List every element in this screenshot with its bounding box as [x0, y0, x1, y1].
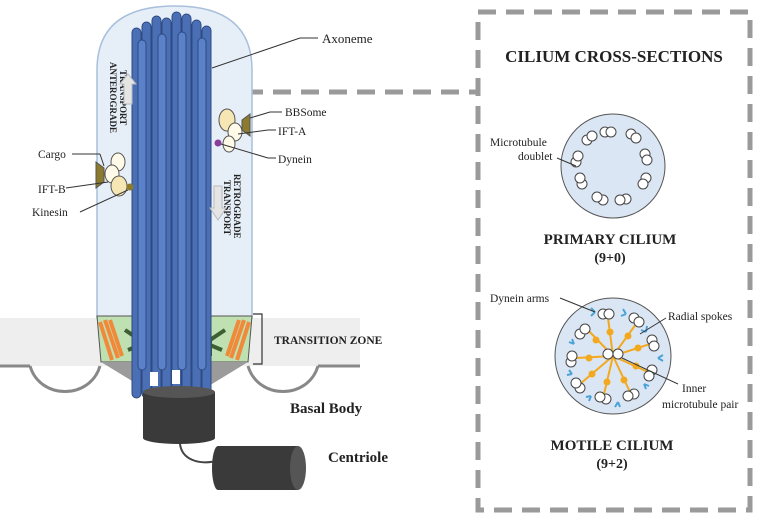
microtubule-doublet-leader	[556, 157, 577, 167]
basal-body-top	[143, 386, 215, 398]
microtubule-doublet-label-2: doublet	[518, 151, 553, 163]
primary-cilium-name: PRIMARY CILIUM	[544, 232, 677, 248]
microtubule-doublet-ring	[570, 126, 653, 206]
kinesin-leader	[79, 189, 129, 213]
dynein-arms	[566, 307, 664, 408]
centriole-body	[218, 446, 298, 490]
retrograde-label-line1: RETROGRADE	[232, 174, 242, 239]
cargo-shape	[95, 161, 105, 189]
ift-a-particle	[222, 135, 236, 153]
anterograde-arrow-icon	[118, 73, 138, 105]
dynein-leader	[220, 143, 269, 159]
transition-zone-label: TRANSITION ZONE	[274, 335, 383, 347]
axoneme-leader	[211, 37, 301, 69]
radial-spokes-leader	[639, 317, 667, 335]
inner-pair-label-2: microtubule pair	[662, 399, 738, 411]
membrane-pit-right	[246, 365, 320, 393]
microtubule	[157, 33, 167, 371]
motile-cilium-formula: (9+2)	[596, 457, 628, 472]
axoneme-label: Axoneme	[322, 31, 373, 46]
basal-body	[143, 386, 215, 444]
microtubule	[137, 39, 147, 371]
anterograde-label-line1: ANTEROGRADE	[108, 62, 118, 133]
primary-cilium-formula: (9+0)	[594, 251, 626, 266]
anterograde-label-line2: TRANSPORT	[118, 70, 128, 125]
dynein-motor-icon	[214, 139, 222, 147]
microtubule	[177, 31, 187, 371]
inner-pair-label-1: Inner	[682, 383, 706, 395]
centriole	[212, 446, 306, 490]
ift-b-leader	[65, 181, 109, 189]
basal-body-label: Basal Body	[290, 401, 363, 417]
ift-b-particle	[110, 175, 128, 197]
transition-fibers-left	[98, 319, 124, 361]
centriole-left-cap	[212, 446, 224, 490]
retrograde-ift-train	[214, 108, 251, 153]
primary-cilium-cross-section	[560, 113, 666, 219]
bbsome-cargo-shape	[241, 113, 251, 137]
dynein-label: Dynein	[278, 154, 312, 166]
cargo-leader-d	[99, 153, 105, 167]
dynein-arms-label: Dynein arms	[490, 293, 550, 305]
basal-body-bottom	[143, 432, 215, 444]
basal-body-cylinder	[143, 392, 215, 438]
radial-spokes-label: Radial spokes	[668, 311, 733, 323]
cross-section-panel	[475, 9, 753, 513]
membrane-pit-left	[28, 365, 102, 393]
ift-a-label: IFT-A	[278, 126, 307, 138]
bbsome-label: BBSome	[285, 107, 327, 119]
inner-pair-leader	[621, 357, 679, 385]
centriole-label: Centriole	[328, 450, 388, 466]
basal-gap-left	[150, 372, 158, 386]
inner-microtubule-pair	[602, 348, 624, 360]
dynein-arms-leader	[559, 297, 596, 313]
microtubule	[197, 37, 207, 371]
transition-fibers-right	[225, 319, 251, 361]
axoneme	[131, 11, 212, 399]
ift-b-label: IFT-B	[38, 184, 66, 196]
centriole-right-cap	[290, 446, 306, 490]
motile-cilium-cross-section	[554, 297, 672, 415]
cross-sections-title: CILIUM CROSS-SECTIONS	[505, 47, 723, 66]
basal-gap-right	[172, 370, 180, 384]
retrograde-label-line2: TRANSPORT	[222, 180, 232, 235]
cargo-label: Cargo	[38, 149, 66, 161]
ift-a-leader	[237, 129, 269, 135]
outer-doublets	[565, 308, 660, 405]
kinesin-label: Kinesin	[32, 207, 68, 219]
radial-spoke-heads	[585, 328, 642, 386]
kinesin-motor-icon	[126, 183, 134, 191]
retrograde-arrow-icon	[209, 185, 227, 221]
microtubule-doublet-label-1: Microtubule	[490, 137, 547, 149]
transition-zone-bracket	[253, 313, 263, 365]
anterograde-ift-train	[95, 152, 134, 197]
motile-cilium-name: MOTILE CILIUM	[551, 438, 674, 454]
bbsome-leader	[249, 111, 271, 119]
